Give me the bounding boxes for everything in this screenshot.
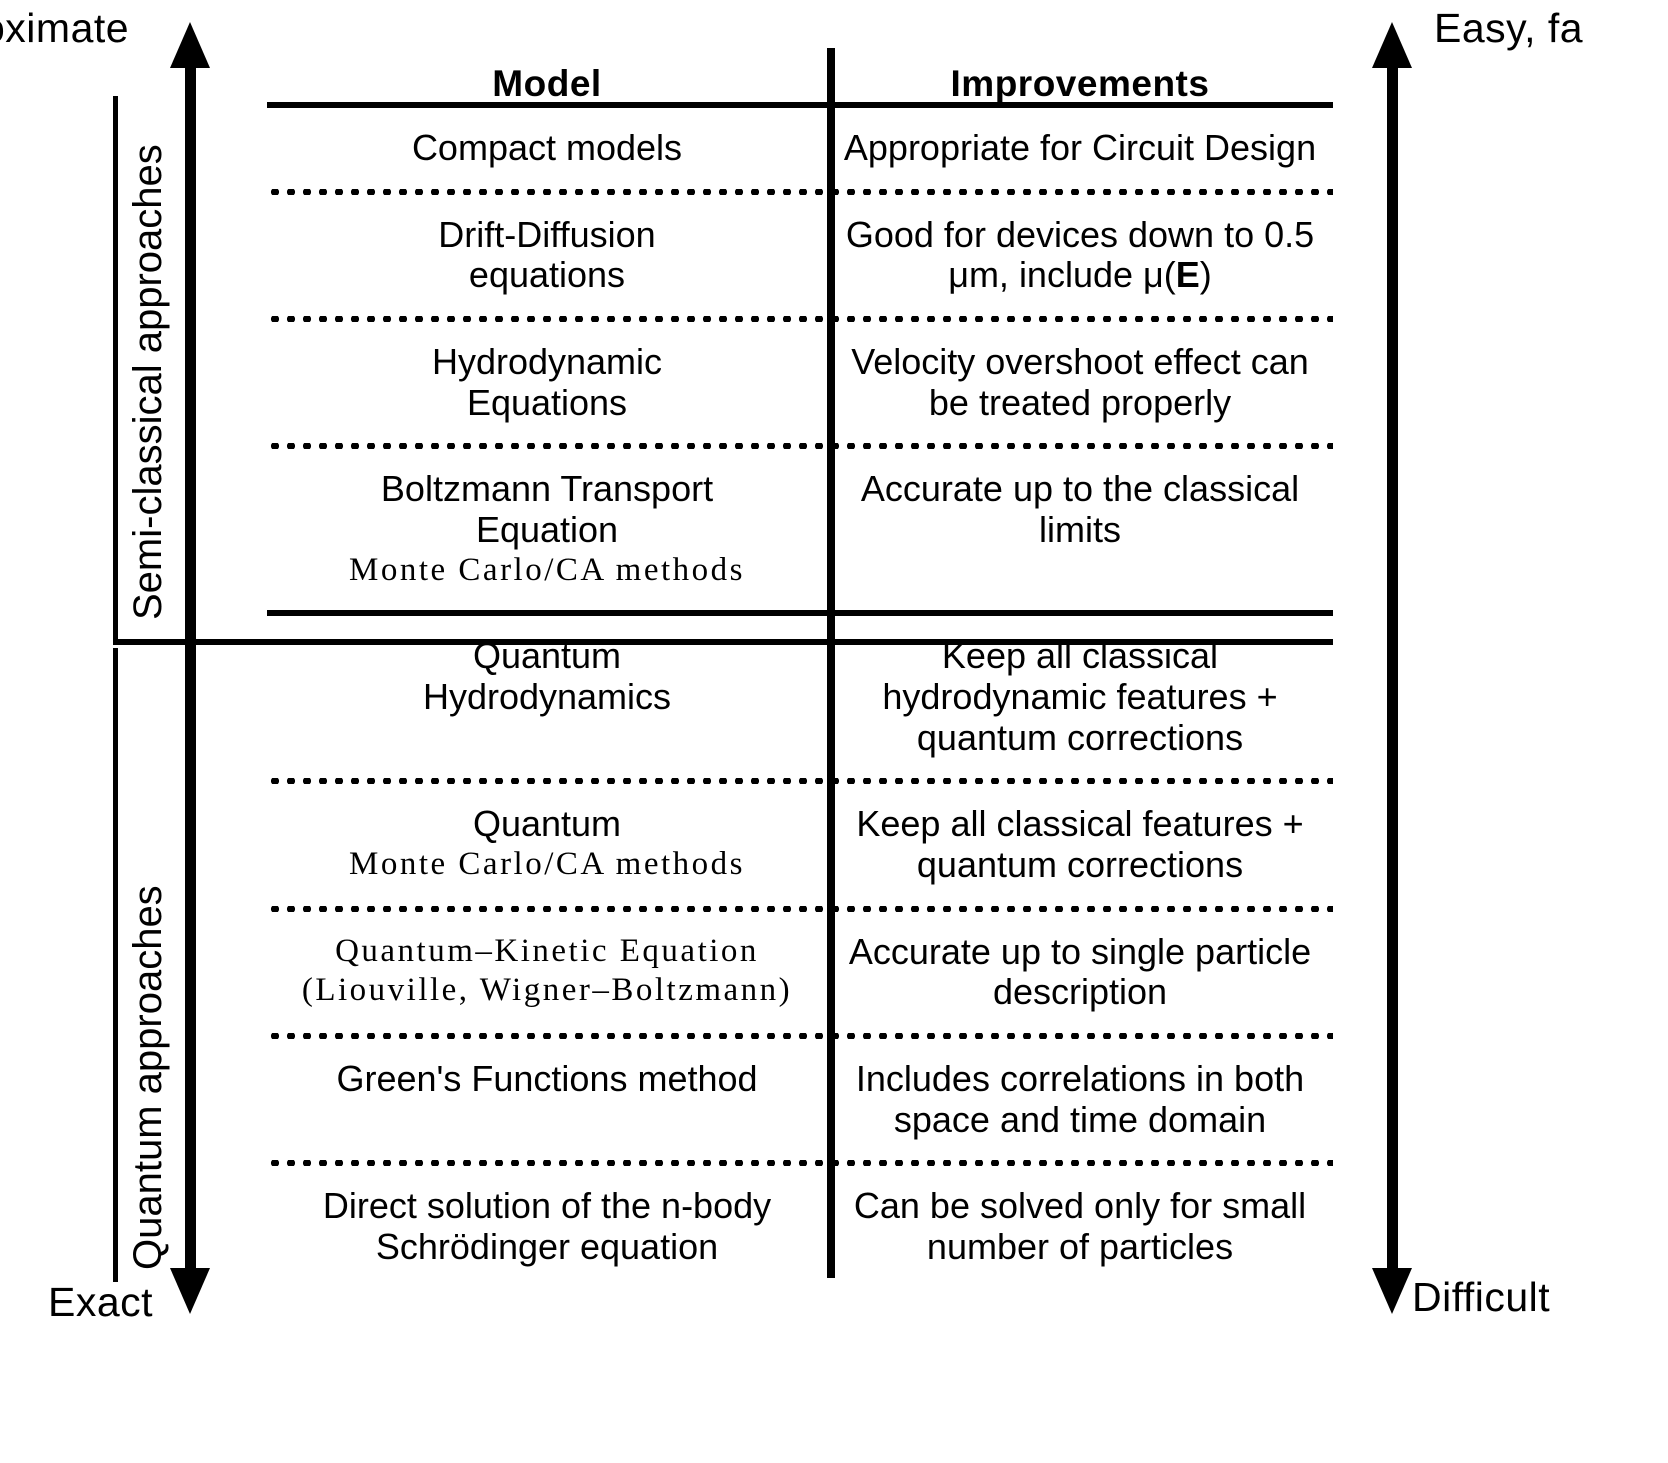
column-header-model: Model	[492, 63, 602, 104]
arrow-up-icon	[1372, 22, 1412, 68]
models-table: Model Improvements Compact models Approp…	[267, 50, 1333, 1288]
cell-model: Quantum–Kinetic Equation(Liouville, Wign…	[267, 912, 827, 1033]
arrow-down-icon	[170, 1268, 210, 1314]
row-separator	[267, 905, 1333, 912]
arrow-down-icon	[1372, 1268, 1412, 1314]
cell-improvements: Keep all classical hydrodynamic features…	[882, 635, 1278, 758]
row-separator	[267, 1033, 1333, 1039]
improvement-text: Good for devices down to 0.5 μm, include…	[845, 213, 1315, 296]
table-row: Quantum–Kinetic Equation(Liouville, Wign…	[267, 912, 1333, 1033]
accuracy-axis-arrow	[170, 22, 210, 1314]
cell-model: Green's Functions method	[267, 1039, 827, 1160]
group-label-semi-classical: Semi-classical approaches	[126, 144, 170, 620]
arrow-up-icon	[170, 22, 210, 68]
model-subtitle: Quantum–Kinetic Equation(Liouville, Wign…	[301, 932, 793, 1009]
cell-improvements: Keep all classical features + quantum co…	[856, 803, 1304, 885]
axis-shaft	[185, 62, 196, 1274]
column-divider	[827, 48, 835, 1278]
model-name: Quantum	[472, 803, 622, 845]
row-separator	[267, 316, 1333, 323]
column-header-improvements: Improvements	[950, 63, 1210, 104]
table-header-row: Model Improvements	[267, 50, 1333, 102]
table-row: Green's Functions method Includes correl…	[267, 1039, 1333, 1160]
cell-improvements: Velocity overshoot effect can be treated…	[851, 341, 1309, 423]
bracket-quantum	[113, 648, 118, 1282]
model-name: Green's Functions method	[336, 1058, 758, 1099]
cell-improvements: Appropriate for Circuit Design	[843, 127, 1317, 168]
cell-model: Compact models	[267, 108, 827, 189]
header-rule	[267, 102, 1333, 108]
table-row: Compact models Appropriate for Circuit D…	[267, 108, 1333, 189]
cell-model: Quantum Monte Carlo/CA methods	[267, 784, 827, 905]
cell-improvements: Good for devices down to 0.5 μm, include…	[827, 195, 1333, 316]
row-separator	[267, 1160, 1333, 1167]
cell-improvements: Can be solved only for small number of p…	[853, 1185, 1307, 1268]
cell-improvements: Accurate up to the classical limits	[860, 468, 1300, 551]
model-name: Compact models	[411, 127, 683, 168]
section-rule	[267, 610, 1333, 617]
row-separator	[267, 443, 1333, 450]
difficulty-axis-arrow	[1372, 22, 1412, 1314]
axis-left-top-label: oximate	[0, 5, 130, 51]
axis-shaft	[1387, 62, 1398, 1274]
axis-right-top-label: Easy, fa	[1434, 5, 1584, 51]
table-row: Quantum Monte Carlo/CA methods Keep all …	[267, 784, 1333, 905]
bracket-semi-classical	[113, 96, 118, 642]
cell-improvements: Includes correlations in both space and …	[855, 1058, 1305, 1140]
model-subtitle: Monte Carlo/CA methods	[349, 845, 745, 882]
section-divider-rule	[113, 639, 1333, 645]
model-subtitle: Monte Carlo/CA methods	[349, 551, 745, 588]
group-label-quantum: Quantum approaches	[126, 885, 170, 1270]
axis-left-bottom-label: Exact	[48, 1279, 154, 1325]
electric-field-symbol: E	[1175, 254, 1200, 296]
axis-right-bottom-label: Difficult	[1412, 1274, 1551, 1320]
cell-improvements: Accurate up to single particle descripti…	[848, 930, 1312, 1013]
row-separator	[267, 778, 1333, 785]
row-separator	[267, 188, 1333, 195]
